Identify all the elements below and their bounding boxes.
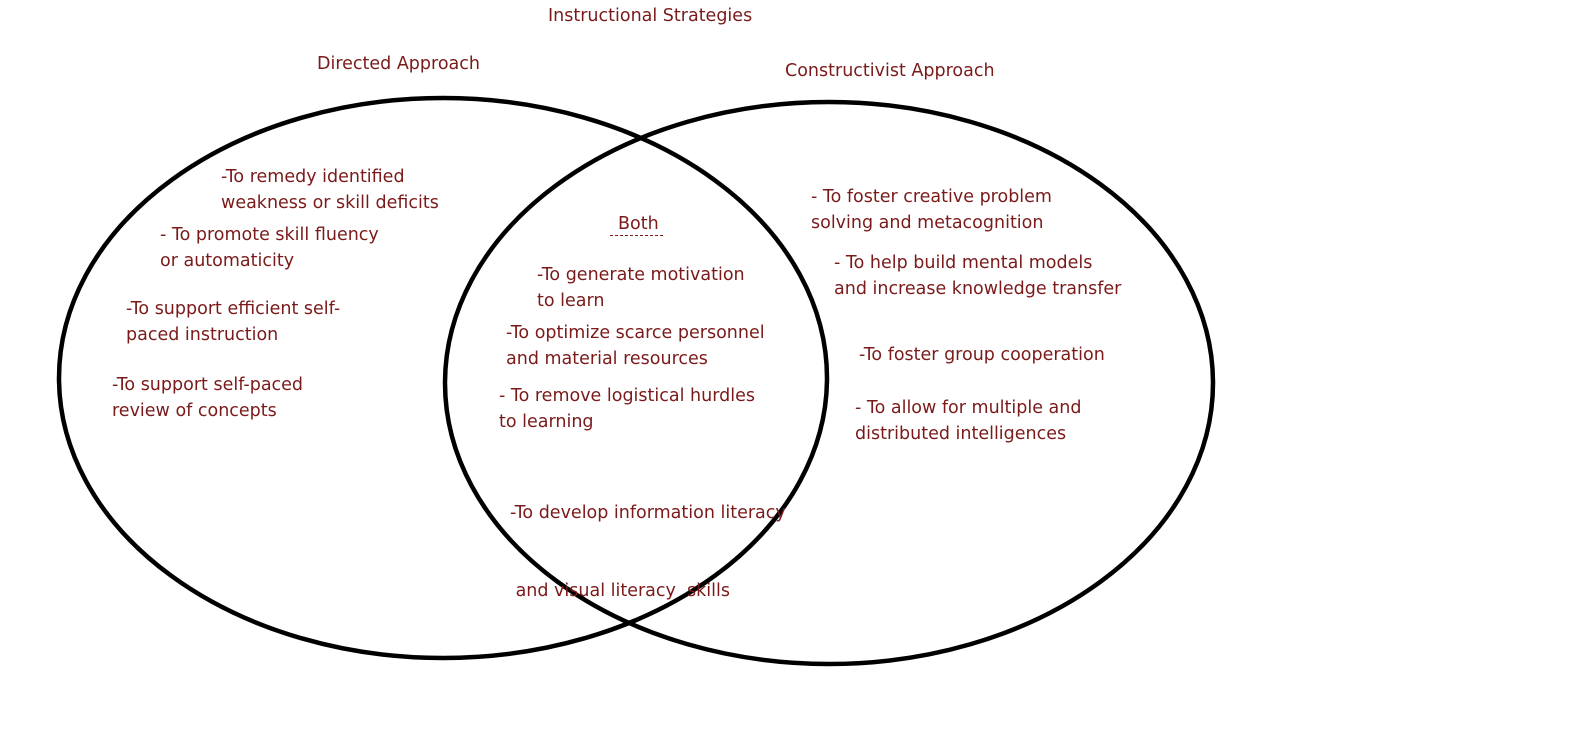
both-item: -To optimize scarce personnel and materi… bbox=[506, 320, 765, 372]
item-line: and visual literacy skills bbox=[510, 581, 730, 601]
item-line: - To help build mental models bbox=[834, 253, 1093, 273]
item-line: - To allow for multiple and bbox=[855, 398, 1082, 418]
item-line: distributed intelligences bbox=[855, 424, 1067, 444]
item-line: and material resources bbox=[506, 349, 708, 369]
item-line: or automaticity bbox=[160, 251, 295, 271]
item-line: to learn bbox=[537, 291, 605, 311]
item-line: - To promote skill fluency bbox=[160, 225, 379, 245]
item-line: to learning bbox=[499, 412, 594, 432]
constructivist-item: - To allow for multiple and distributed … bbox=[855, 395, 1081, 447]
item-line: solving and metacognition bbox=[811, 213, 1044, 233]
item-line: -To support efficient self- bbox=[126, 299, 341, 319]
constructivist-approach-circle bbox=[442, 99, 1216, 667]
item-line: weakness or skill deficits bbox=[221, 193, 439, 213]
directed-approach-label: Directed Approach bbox=[317, 54, 480, 74]
item-line: -To optimize scarce personnel bbox=[506, 323, 765, 343]
item-line: -To support self-paced bbox=[112, 375, 304, 395]
both-item: -To develop information literacy and vis… bbox=[510, 448, 786, 630]
item-line: -To generate motivation bbox=[537, 265, 745, 285]
both-label: Both bbox=[610, 213, 663, 236]
item-line: - To foster creative problem bbox=[811, 187, 1052, 207]
both-item: - To remove logistical hurdles to learni… bbox=[499, 383, 755, 435]
item-line: and increase knowledge transfer bbox=[834, 279, 1122, 299]
both-item: -To generate motivation to learn bbox=[537, 262, 745, 314]
directed-item: -To remedy identified weakness or skill … bbox=[221, 164, 439, 216]
item-line: -To develop information literacy bbox=[510, 503, 786, 523]
item-line: review of concepts bbox=[112, 401, 277, 421]
directed-item: -To support efficient self- paced instru… bbox=[126, 296, 340, 348]
diagram-title: Instructional Strategies bbox=[548, 6, 753, 26]
directed-approach-circle bbox=[56, 95, 830, 661]
constructivist-item: - To help build mental models and increa… bbox=[834, 250, 1121, 302]
constructivist-item: - To foster creative problem solving and… bbox=[811, 184, 1052, 236]
item-line: -To foster group cooperation bbox=[859, 345, 1105, 365]
item-line: paced instruction bbox=[126, 325, 279, 345]
item-line: - To remove logistical hurdles bbox=[499, 386, 755, 406]
constructivist-item: -To foster group cooperation bbox=[859, 342, 1105, 368]
item-line: -To remedy identified bbox=[221, 167, 405, 187]
directed-item: - To promote skill fluency or automatici… bbox=[160, 222, 379, 274]
constructivist-approach-label: Constructivist Approach bbox=[785, 61, 995, 81]
directed-item: -To support self-paced review of concept… bbox=[112, 372, 303, 424]
